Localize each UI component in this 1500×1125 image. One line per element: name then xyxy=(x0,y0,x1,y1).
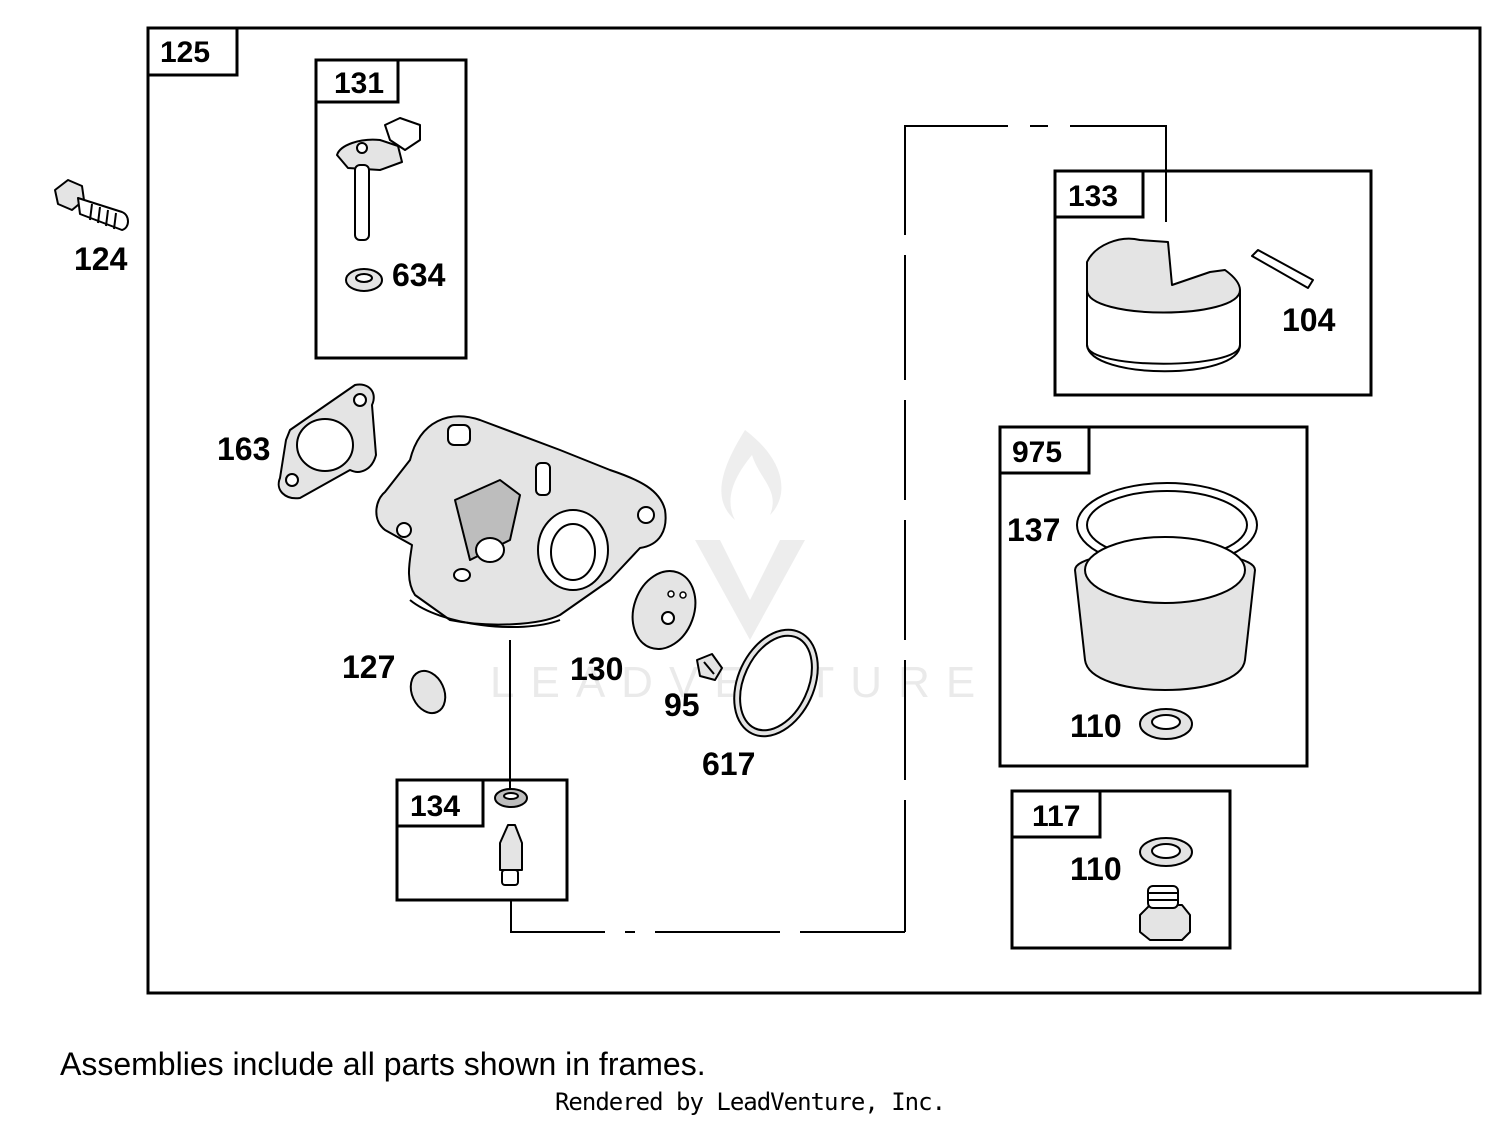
frame-125: 125 xyxy=(146,26,1482,995)
frame-label-975: 975 xyxy=(1012,436,1062,469)
drain-plug-117: 110 xyxy=(1070,837,1193,941)
needle-seat-134 xyxy=(494,788,528,886)
frame-133: 133 xyxy=(1053,169,1373,397)
label-124: 124 xyxy=(74,241,128,277)
plate-130: 130 xyxy=(570,570,697,687)
bolt-124: 124 xyxy=(54,179,129,277)
screw-95: 95 xyxy=(664,653,723,723)
label-104: 104 xyxy=(1282,302,1336,338)
label-634: 634 xyxy=(392,257,446,293)
label-617: 617 xyxy=(702,746,755,782)
frame-label-117: 117 xyxy=(1032,800,1080,833)
label-137: 137 xyxy=(1007,512,1060,548)
watermark-text: LEADVENTURE xyxy=(490,658,991,707)
frame-label-131: 131 xyxy=(334,67,384,100)
footer-caption: Assemblies include all parts shown in fr… xyxy=(60,1046,706,1082)
frame-131: 131 xyxy=(314,58,468,360)
float-133: 104 xyxy=(1086,237,1336,373)
o-ring-617: 617 xyxy=(702,628,819,782)
label-110-bowl: 110 xyxy=(1070,708,1122,744)
frame-label-133: 133 xyxy=(1068,180,1118,213)
frame-117: 117 xyxy=(1010,789,1232,950)
plug-127: 127 xyxy=(342,649,447,715)
carburetor-body xyxy=(375,415,667,629)
label-127: 127 xyxy=(342,649,395,685)
label-163: 163 xyxy=(217,431,270,467)
bowl-975: 137 110 xyxy=(1007,482,1258,744)
gasket-163: 163 xyxy=(217,383,377,500)
label-130: 130 xyxy=(570,651,623,687)
float-pivot-131 xyxy=(336,117,421,241)
connection-lines xyxy=(509,125,1167,933)
washer-634: 634 xyxy=(345,257,446,293)
frame-label-134: 134 xyxy=(410,790,460,823)
frame-134: 134 xyxy=(395,778,569,902)
frame-label-125: 125 xyxy=(160,36,210,69)
render-credit: Rendered by LeadVenture, Inc. xyxy=(554,1088,946,1116)
label-110-plug: 110 xyxy=(1070,851,1122,887)
label-95: 95 xyxy=(664,687,700,723)
frame-975: 975 xyxy=(998,425,1309,768)
watermark-logo: LEADVENTURE xyxy=(490,430,991,707)
